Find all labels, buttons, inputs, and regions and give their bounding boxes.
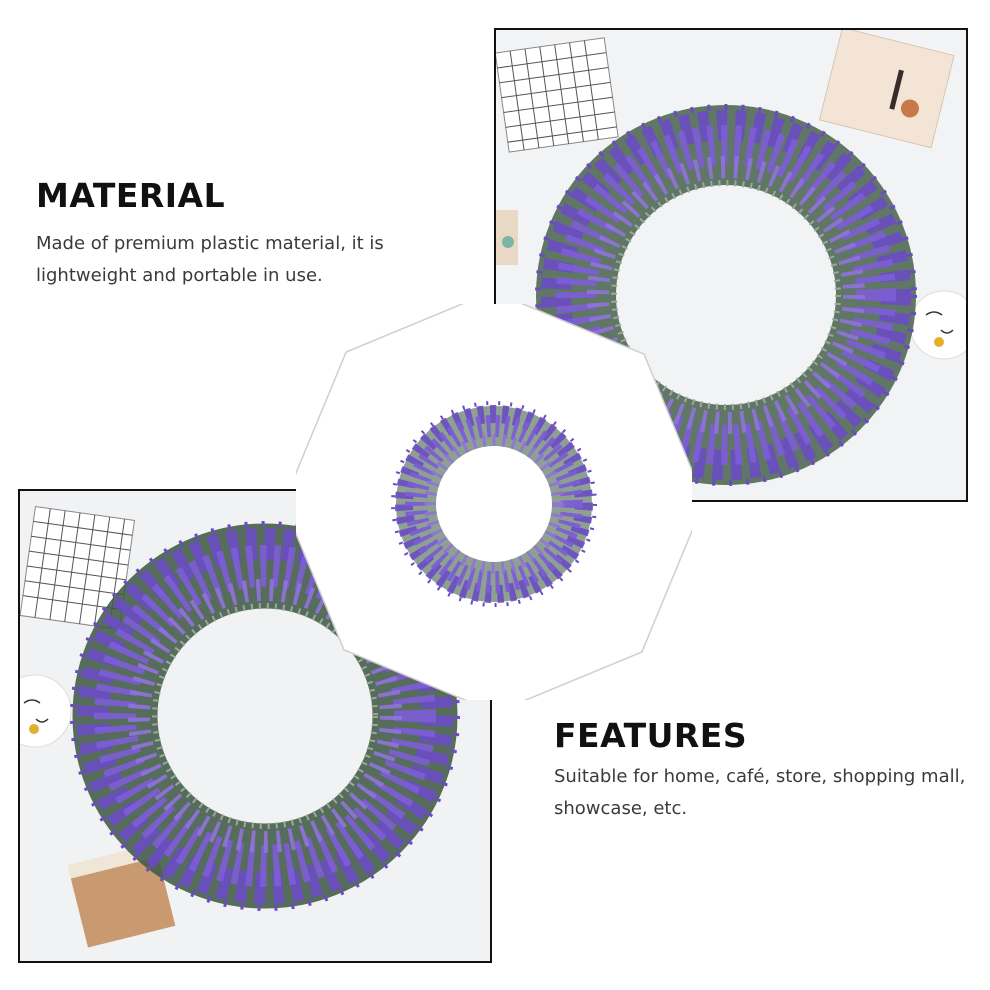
grid-card (20, 505, 136, 630)
face-plate (909, 290, 966, 360)
material-heading: MATERIAL (36, 176, 226, 215)
face-plate (20, 674, 72, 748)
features-heading: FEATURES (554, 716, 748, 755)
material-description: Made of premium plastic material, it is … (36, 233, 384, 286)
postcard (818, 30, 955, 149)
features-description: Suitable for home, café, store, shopping… (554, 766, 966, 819)
grid-card (496, 37, 619, 153)
lavender-wreath (535, 104, 917, 486)
lavender-wreath (391, 401, 597, 607)
lavender-wreath (70, 521, 460, 911)
wreath-octagon-frame (296, 304, 692, 700)
